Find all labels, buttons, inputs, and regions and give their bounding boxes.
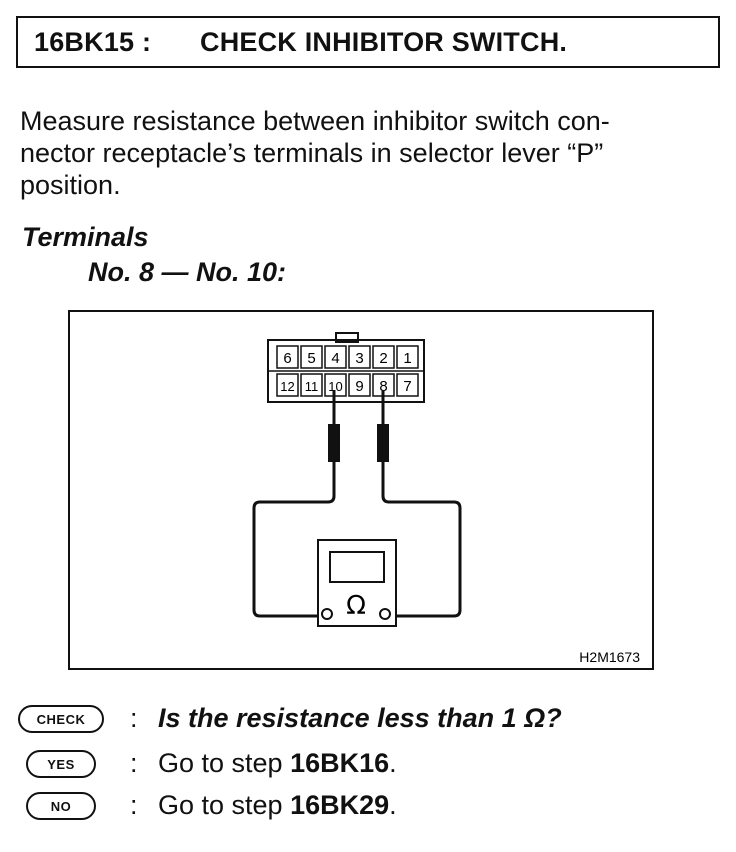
connector-terminal-label: 4	[331, 350, 339, 367]
ohm-symbol: Ω	[346, 591, 366, 621]
yes-row: YES : Go to step 16BK16.	[18, 748, 718, 784]
connector-cell	[348, 373, 371, 397]
no-row: NO : Go to step 16BK29.	[18, 790, 718, 826]
connector-cell	[372, 345, 395, 369]
step-header: 16BK15 : CHECK INHIBITOR SWITCH.	[16, 16, 720, 68]
no-colon: :	[130, 790, 138, 820]
yes-badge: YES	[26, 750, 96, 778]
connector-cell	[300, 345, 323, 369]
no-suffix: .	[389, 790, 397, 820]
connector-latch	[335, 332, 359, 343]
check-badge: CHECK	[18, 705, 104, 733]
no-badge: NO	[26, 792, 96, 820]
instruction-line-1: Measure resistance between inhibitor swi…	[20, 106, 610, 136]
connector-terminal-label: 5	[307, 350, 315, 367]
connector-terminal-label: 12	[280, 379, 294, 394]
connector-terminal-label: 1	[403, 350, 411, 367]
instruction-text: Measure resistance between inhibitor swi…	[20, 105, 710, 201]
no-answer: Go to step 16BK29.	[158, 790, 397, 821]
ohmmeter-terminal-left	[321, 608, 333, 620]
connector-cell	[300, 373, 323, 397]
check-row: CHECK : Is the resistance less than 1 Ω?	[18, 703, 718, 739]
step-title: CHECK INHIBITOR SWITCH.	[200, 27, 568, 57]
no-target-step[interactable]: 16BK29	[290, 790, 390, 820]
probe-lead-right	[381, 462, 462, 618]
yes-answer: Go to step 16BK16.	[158, 748, 397, 779]
check-question: Is the resistance less than 1 Ω?	[158, 703, 562, 733]
yes-prefix: Go to step	[158, 748, 291, 778]
connector-terminal-label: 7	[403, 378, 411, 395]
connector-terminal-label: 10	[328, 379, 342, 394]
connector-cell	[348, 345, 371, 369]
yes-suffix: .	[389, 748, 397, 778]
connector-terminal-label: 3	[355, 350, 363, 367]
connector-terminal-label: 11	[305, 379, 319, 394]
ohmmeter-display	[329, 551, 385, 583]
instruction-line-2: nector receptacle’s terminals in selecto…	[20, 138, 604, 168]
step-id: 16BK15 :	[34, 27, 152, 57]
connector-cell	[396, 373, 419, 397]
figure-code: H2M1673	[579, 649, 640, 665]
probe-left	[328, 424, 340, 462]
connector-cell	[324, 345, 347, 369]
instruction-line-3: position.	[20, 170, 121, 200]
yes-colon: :	[130, 748, 138, 778]
connector-terminal-label: 9	[355, 378, 363, 395]
terminals-label: Terminals	[22, 222, 149, 252]
connector-cell	[276, 345, 299, 369]
terminals-value: No. 8 — No. 10:	[88, 257, 287, 287]
no-prefix: Go to step	[158, 790, 291, 820]
probe-lead-left	[252, 462, 336, 618]
connector-cell	[276, 373, 299, 397]
yes-target-step[interactable]: 16BK16	[290, 748, 390, 778]
probe-right	[377, 424, 389, 462]
ohmmeter-terminal-right	[379, 608, 391, 620]
connector-terminal-label: 6	[283, 350, 291, 367]
connector-cell	[396, 345, 419, 369]
connector-terminal-label: 8	[379, 378, 387, 395]
connector-terminal-label: 2	[379, 350, 387, 367]
check-colon: :	[130, 703, 138, 733]
